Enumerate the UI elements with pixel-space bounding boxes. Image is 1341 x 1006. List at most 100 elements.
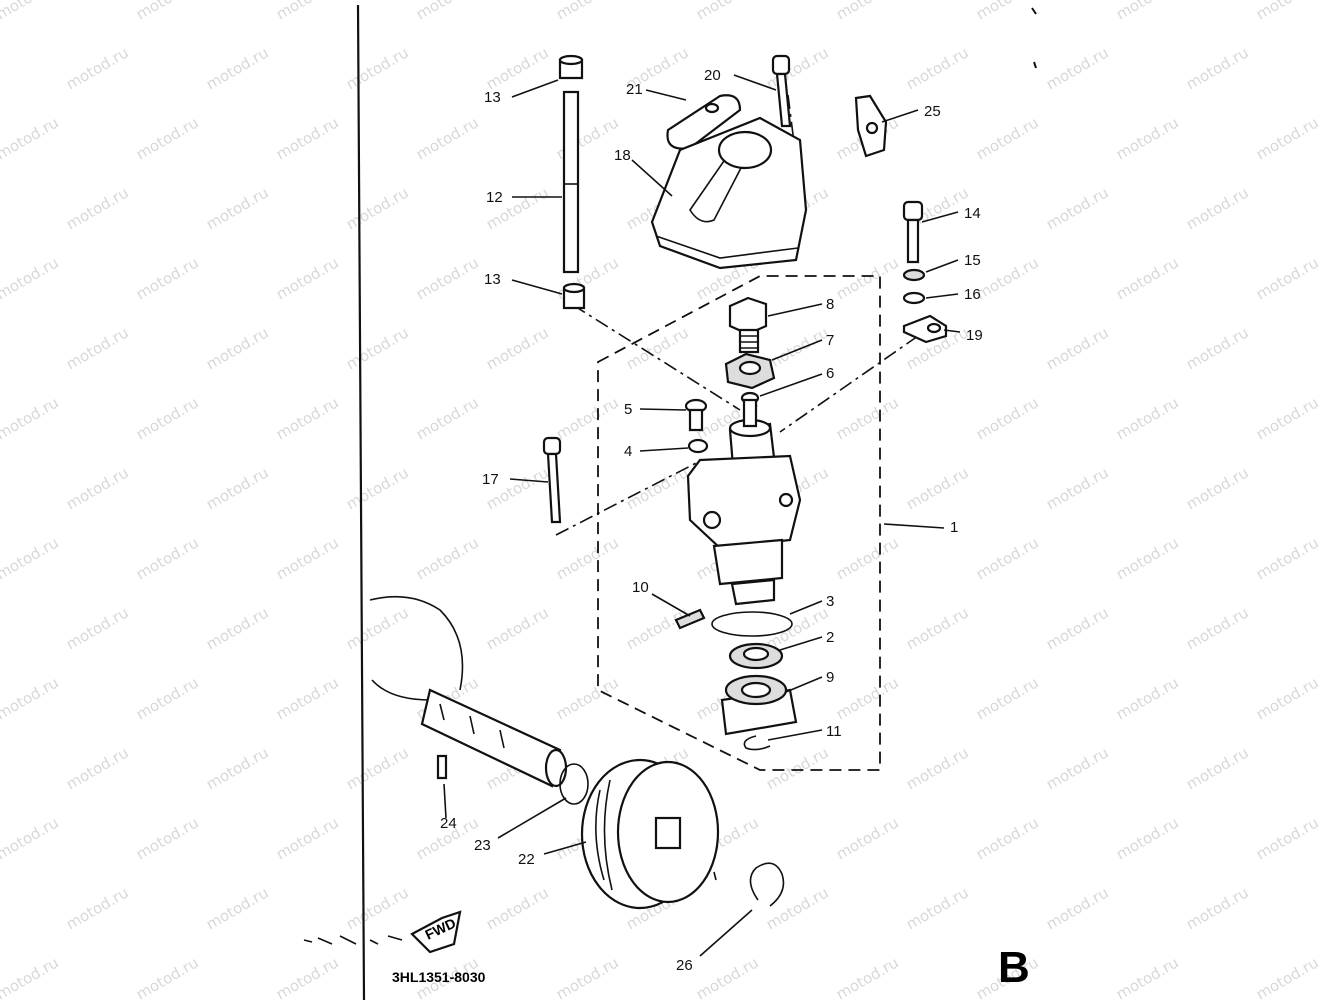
watermark-text: motod.ru <box>1113 813 1182 863</box>
watermark-text: motod.ru <box>343 43 412 93</box>
watermark-text: motod.ru <box>1183 603 1252 653</box>
page-border-line <box>356 4 366 1001</box>
part-label: 15 <box>964 252 981 269</box>
watermark-text: motod.ru <box>133 533 202 583</box>
watermark-text: motod.ru <box>973 113 1042 163</box>
drive-drum-part <box>580 758 720 910</box>
watermark-text: motod.ru <box>133 953 202 1003</box>
watermark-text: motod.ru <box>833 0 902 23</box>
part-label: 14 <box>964 205 981 222</box>
watermark-text: motod.ru <box>833 813 902 863</box>
o-ring-large-part <box>559 763 589 805</box>
watermark-text: motod.ru <box>483 323 552 373</box>
watermark-text: motod.ru <box>1183 43 1252 93</box>
spring-washer-part <box>902 268 926 282</box>
watermark-text: motod.ru <box>0 0 62 23</box>
part-labels: 13 12 21 18 20 25 14 15 16 19 13 8 7 6 5… <box>440 67 983 974</box>
watermark-text: motod.ru <box>203 463 272 513</box>
watermark-text: motod.ru <box>413 393 482 443</box>
alignment-line <box>572 304 741 411</box>
watermark-text: motod.ru <box>1113 533 1182 583</box>
watermark-text: motod.ru <box>1113 113 1182 163</box>
bracket-part <box>854 94 888 158</box>
watermark-text: motod.ru <box>63 603 132 653</box>
watermark-text: motod.ru <box>553 673 622 723</box>
watermark-text: motod.ru <box>0 953 62 1003</box>
adjust-bolt-part <box>728 296 768 354</box>
watermark-text: motod.ru <box>273 673 342 723</box>
part-label: 17 <box>482 471 499 488</box>
watermark-text: motod.ru <box>133 0 202 23</box>
part-label: 2 <box>826 629 834 646</box>
watermark-text: motod.ru <box>133 113 202 163</box>
watermark-text: motod.ru <box>133 813 202 863</box>
pump-body-part <box>686 398 802 606</box>
cover-part <box>650 116 808 270</box>
watermark-text: motod.ru <box>1253 533 1322 583</box>
watermark-text: motod.ru <box>1043 463 1112 513</box>
collar-bottom-part <box>562 282 586 310</box>
alignment-line <box>779 335 919 433</box>
watermark-text: motod.ru <box>343 323 412 373</box>
o-ring-part <box>711 611 793 637</box>
part-label: 25 <box>924 103 941 120</box>
watermark-text: motod.ru <box>63 43 132 93</box>
watermark-text: motod.ru <box>133 673 202 723</box>
watermark-text: motod.ru <box>553 0 622 23</box>
part-label: 20 <box>704 67 721 84</box>
watermark-text: motod.ru <box>763 883 832 933</box>
watermark-text: motod.ru <box>1043 743 1112 793</box>
watermark-text: motod.ru <box>1183 323 1252 373</box>
watermark-text: motod.ru <box>973 253 1042 303</box>
screw-part <box>684 398 708 432</box>
part-label: 3 <box>826 593 834 610</box>
watermark-text: motod.ru <box>343 603 412 653</box>
watermark-text: motod.ru <box>833 393 902 443</box>
watermark-text: motod.ru <box>273 0 342 23</box>
watermark-text: motod.ru <box>973 393 1042 443</box>
long-bolt-part <box>542 436 562 524</box>
watermark-text: motod.ru <box>1113 673 1182 723</box>
watermark-text: motod.ru <box>903 43 972 93</box>
bolt-side-part <box>902 200 924 264</box>
watermark-text: motod.ru <box>273 113 342 163</box>
watermark-text: motod.ru <box>833 533 902 583</box>
lock-nut-part <box>724 352 776 390</box>
watermark-text: motod.ru <box>0 393 62 443</box>
watermark-text: motod.ru <box>63 323 132 373</box>
watermark-text: motod.ru <box>273 533 342 583</box>
watermark-text: motod.ru <box>63 183 132 233</box>
diagram-code: 3HL1351-8030 <box>392 969 486 985</box>
watermark-text: motod.ru <box>1253 393 1322 443</box>
washer-screw-part <box>687 438 709 454</box>
watermark-text: motod.ru <box>483 883 552 933</box>
watermark-text: motod.ru <box>1253 953 1322 1003</box>
watermark-text: motod.ru <box>203 183 272 233</box>
watermark-text: motod.ru <box>1113 393 1182 443</box>
leader-lines <box>443 74 961 957</box>
watermark-text: motod.ru <box>413 0 482 23</box>
bolt-cover-part <box>771 54 792 128</box>
watermark-text: motod.ru <box>693 953 762 1003</box>
watermark-text: motod.ru <box>833 673 902 723</box>
watermark-text: motod.ru <box>273 813 342 863</box>
part-label: 4 <box>624 443 632 460</box>
watermark-text: motod.ru <box>833 953 902 1003</box>
collar-top-part <box>558 54 584 80</box>
watermark-text: motod.ru <box>63 743 132 793</box>
circlip-large-part <box>749 862 785 907</box>
gear-part <box>720 674 798 736</box>
watermark-text: motod.ru <box>413 253 482 303</box>
mark <box>713 871 717 881</box>
part-label: 22 <box>518 851 535 868</box>
part-label: 16 <box>964 286 981 303</box>
watermark-text: motod.ru <box>343 743 412 793</box>
section-letter: B <box>998 943 1030 992</box>
gasket-cap-part <box>666 94 742 150</box>
watermark-text: motod.ru <box>203 323 272 373</box>
watermark-text: motod.ru <box>63 883 132 933</box>
oil-seal-part <box>728 642 784 670</box>
watermark-text: motod.ru <box>1183 463 1252 513</box>
watermark-text: motod.ru <box>133 393 202 443</box>
watermark-text: motod.ru <box>343 463 412 513</box>
